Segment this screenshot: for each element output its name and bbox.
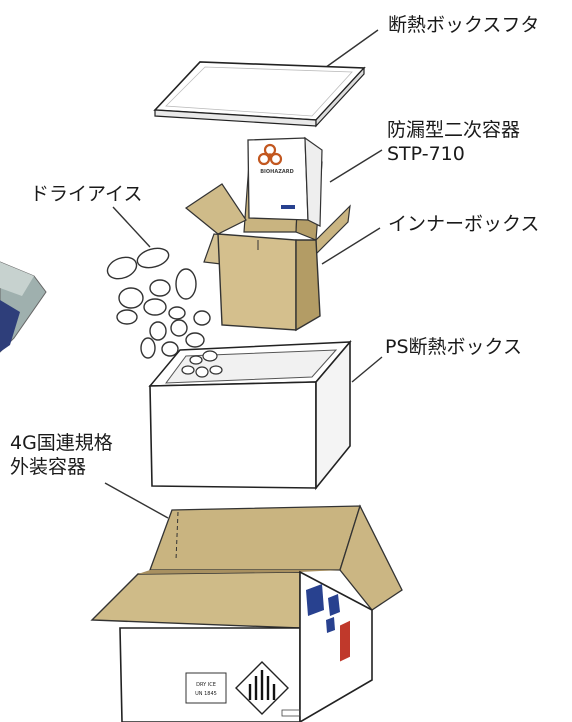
label-lid: 断熱ボックスフタ <box>388 14 540 36</box>
label-outer-container: 4G国連規格 外装容器 <box>10 431 113 479</box>
label-ps-box: PS断熱ボックス <box>385 336 522 358</box>
leader-line-secondary <box>329 149 383 183</box>
un-number-text: UN 1845 <box>195 691 217 697</box>
outer-container: DRY ICE UN 1845 <box>90 504 403 722</box>
cropped-object-left <box>0 261 47 353</box>
label-dry-ice: ドライアイス <box>30 183 143 205</box>
insulated-lid <box>153 61 366 128</box>
leader-line-ps-box <box>351 356 383 383</box>
dry-ice-label-text: DRY ICE <box>196 682 216 688</box>
class-9-hazard-diamond <box>235 661 289 715</box>
label-outer-line2: 外装容器 <box>10 456 87 478</box>
leader-line-lid <box>321 29 379 71</box>
label-secondary-container-name: 防漏型二次容器 <box>387 119 521 141</box>
leader-lines <box>104 29 383 519</box>
leader-line-outer <box>104 482 169 519</box>
leader-line-dry-ice <box>112 206 151 248</box>
dry-ice-pellets-in-box <box>181 350 223 378</box>
label-inner-box: インナーボックス <box>388 213 540 235</box>
dry-ice-pellets <box>106 247 211 359</box>
inner-box: BIOHAZARD <box>184 136 351 332</box>
ps-insulated-box <box>148 339 352 491</box>
label-outer-line1: 4G国連規格 <box>10 432 113 454</box>
label-secondary-container: 防漏型二次容器 STP-710 <box>387 118 520 166</box>
biohazard-label: BIOHAZARD <box>260 169 293 175</box>
label-secondary-container-model: STP-710 <box>387 143 465 165</box>
leader-line-inner-box <box>321 227 381 265</box>
secondary-container: BIOHAZARD <box>247 136 323 227</box>
dry-ice-hazard-label: DRY ICE UN 1845 <box>185 672 227 704</box>
biohazard-icon <box>257 143 283 166</box>
secondary-container-logo <box>281 205 295 209</box>
